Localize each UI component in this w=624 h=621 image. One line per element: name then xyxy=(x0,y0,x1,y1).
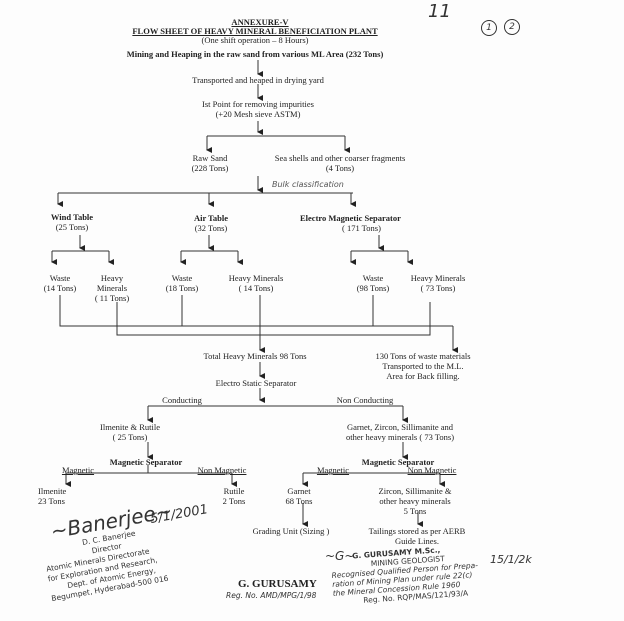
circled-mark: 2 xyxy=(504,19,520,35)
label-magnetic-left: Magnetic xyxy=(61,465,95,475)
node-electrostatic: Electro Static Separator xyxy=(215,378,297,388)
document-title: FLOW SHEET OF HEAVY MINERAL BENEFICIATIO… xyxy=(132,26,378,36)
label-non-magnetic-left: Non Magnetic xyxy=(197,465,247,475)
signature-right: ~G~ xyxy=(325,549,355,563)
label-non-magnetic-right: Non Magnetic xyxy=(407,465,457,475)
node-ems-waste: Waste(98 Tons) xyxy=(356,273,390,293)
signatory-name: G. GURUSAMY xyxy=(238,578,317,590)
stamp-right: G. GURUSAMY M.Sc., MINING GEOLOGIST Reco… xyxy=(331,545,479,605)
node-sea-shells: Sea shells and other coarser fragments(4… xyxy=(274,153,406,173)
node-raw-sand: Raw Sand(228 Tons) xyxy=(191,153,229,173)
node-grading-unit: Grading Unit (Sizing ) xyxy=(252,526,330,536)
handwritten-note: Bulk classification xyxy=(272,180,344,189)
circled-mark: 1 xyxy=(481,20,497,36)
node-total-heavy: Total Heavy Minerals 98 Tons xyxy=(203,351,307,361)
node-mag-sep-right: Magnetic Separator xyxy=(361,457,435,467)
step-mining: Mining and Heaping in the raw sand from … xyxy=(126,49,384,59)
label-magnetic-right: Magnetic xyxy=(316,465,350,475)
node-ilmenite-rutile: Ilmenite & Rutile( 25 Tons) xyxy=(100,422,160,442)
node-air-table: Air Table(32 Tons) xyxy=(193,213,229,233)
node-ems-heavy: Heavy Minerals( 73 Tons) xyxy=(410,273,466,293)
signature-right-date: 15/1/2k xyxy=(490,553,532,566)
label-conducting: Conducting xyxy=(162,395,202,405)
signatory-reg-no: Reg. No. AMD/MPG/1/98 xyxy=(226,591,317,600)
node-wind-table: Wind Table(25 Tons) xyxy=(50,212,94,232)
step-transported: Transported and heaped in drying yard xyxy=(192,75,324,85)
node-mag-sep-left: Magnetic Separator xyxy=(109,457,183,467)
annexure-label: ANNEXURE-V xyxy=(231,17,289,27)
node-at-heavy: Heavy Minerals( 14 Tons) xyxy=(228,273,284,293)
page-mark: 11 xyxy=(428,1,451,22)
document-subtitle: (One shift operation – 8 Hours) xyxy=(201,35,309,45)
node-wt-waste: Waste(14 Tons) xyxy=(43,273,77,293)
label-non-conducting: Non Conducting xyxy=(336,395,394,405)
node-at-waste: Waste(18 Tons) xyxy=(165,273,199,293)
node-zircon: Zircon, Sillimanite &other heavy mineral… xyxy=(378,486,452,516)
step-first-point: Ist Point for removing impurities(+20 Me… xyxy=(202,99,314,119)
node-electro-magnetic-separator: Electro Magnetic Separator( 171 Tons) xyxy=(300,213,401,233)
